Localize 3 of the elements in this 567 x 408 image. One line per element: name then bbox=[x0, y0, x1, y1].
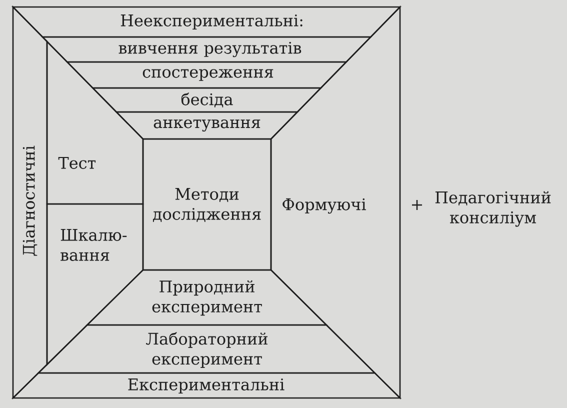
plus-sign: + bbox=[412, 200, 422, 210]
center-square: Методи дослідження bbox=[142, 138, 272, 271]
side-text: Педагогічний консиліум bbox=[435, 191, 551, 227]
